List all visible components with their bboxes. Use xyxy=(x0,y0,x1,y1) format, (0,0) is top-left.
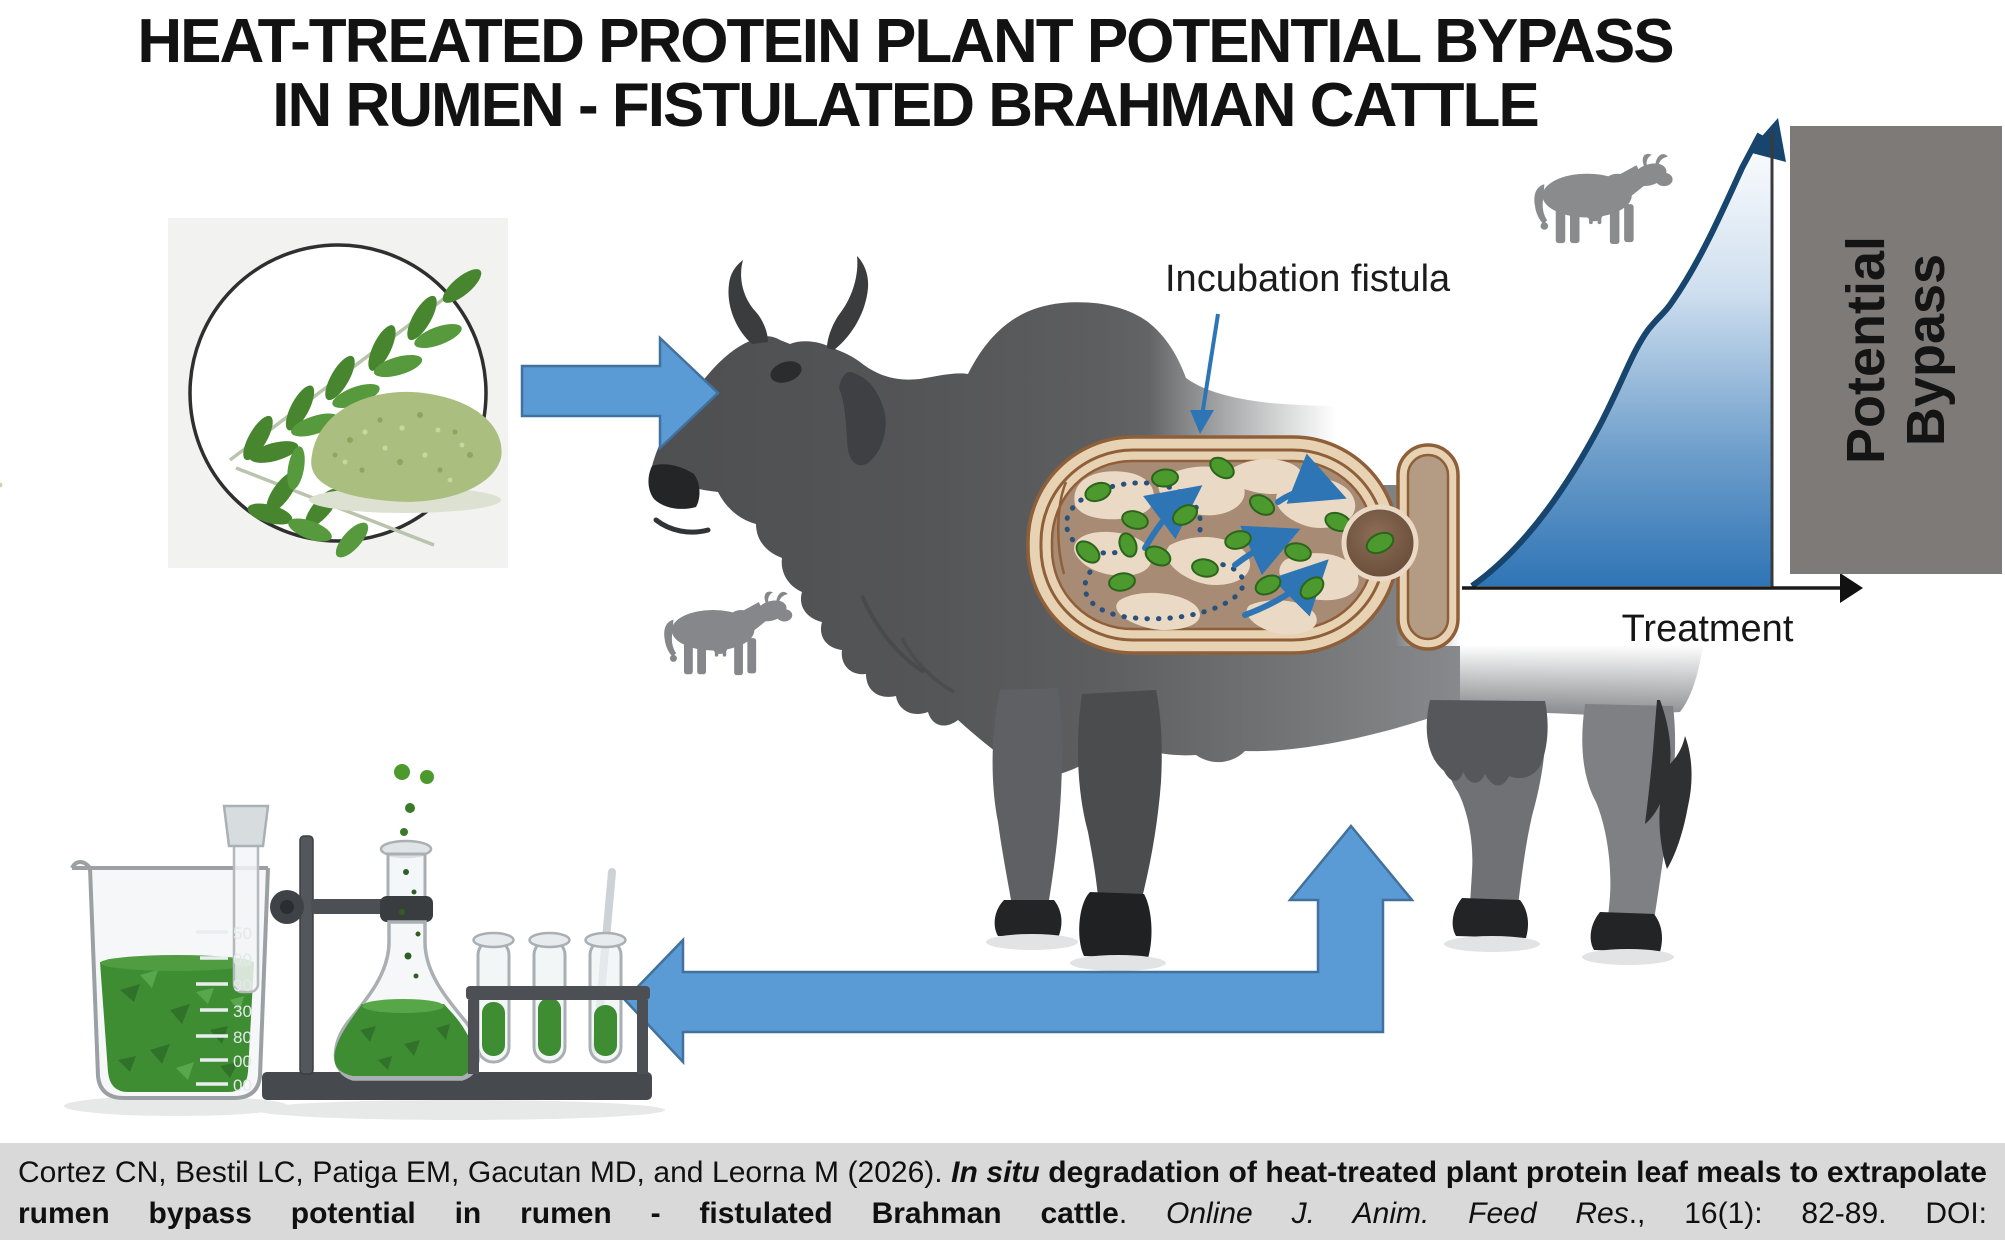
udder xyxy=(1426,700,1548,786)
citation-journal: Online J. Anim. Feed Res xyxy=(1166,1197,1629,1231)
incubation-fistula-label: Incubation fistula xyxy=(1165,258,1451,300)
page-title: HEAT-TREATED PROTEIN PLANT POTENTIAL BYP… xyxy=(0,7,1810,141)
rear-hoof-far xyxy=(1590,912,1662,952)
tick-label: 30 xyxy=(233,1002,252,1021)
title-line-2: IN RUMEN - FISTULATED BRAHMAN CATTLE xyxy=(272,71,1539,141)
feed-arrow xyxy=(520,335,720,451)
y-axis-label-line2: Bypass xyxy=(1896,253,1956,447)
front-leg-near xyxy=(1077,690,1162,898)
shadow xyxy=(255,1100,665,1120)
y-axis-label: Potential Bypass xyxy=(1790,126,2002,574)
bull-front-legs xyxy=(986,688,1166,971)
bull-horn-right xyxy=(827,256,869,350)
dewlap-fold xyxy=(860,595,926,674)
rack-rail xyxy=(466,986,650,1000)
test-tubes xyxy=(472,931,627,1064)
leaf-meal-photo xyxy=(0,218,508,568)
falling-droplet xyxy=(394,764,410,780)
potential-bypass-box xyxy=(1790,126,2002,574)
beaker-icon: 50 00 90 30 80 00 00 xyxy=(70,804,270,1100)
x-axis-label: Treatment xyxy=(1621,608,1794,650)
bypass-chart xyxy=(1462,118,1863,603)
tick-label: 00 xyxy=(233,1076,252,1095)
clamp xyxy=(380,896,433,922)
y-axis-label-line1: Potential xyxy=(1835,235,1896,465)
citation-sep: . xyxy=(1118,1197,1167,1231)
citation-authors: Cortez CN, Bestil LC, Patiga EM, Gacutan… xyxy=(18,1156,952,1189)
bull-mouth xyxy=(653,517,711,535)
bull-hindquarters xyxy=(1426,700,1692,965)
bull-ear xyxy=(839,372,886,466)
tick-label: 00 xyxy=(233,1052,252,1071)
dewlap-fold xyxy=(900,637,955,694)
curve-line xyxy=(1470,132,1763,589)
leaf-meal-particle xyxy=(1365,531,1395,555)
shadow xyxy=(1582,949,1674,965)
shadow xyxy=(986,934,1078,950)
lab-equipment: 50 00 90 30 80 00 00 xyxy=(64,764,665,1120)
leaf-branches xyxy=(228,269,482,558)
bull-horn-left xyxy=(728,260,768,344)
tick-label: 80 xyxy=(233,1028,252,1047)
tick-label: 50 xyxy=(233,924,252,943)
shadow xyxy=(1444,936,1540,952)
tail xyxy=(1645,700,1692,869)
bull-eye xyxy=(770,361,802,383)
beaker-tick-labels: 50 00 90 30 80 00 00 xyxy=(233,924,252,1095)
doi-link[interactable]: https://dx.doi.org/10.51227/ojafr.2026.1… xyxy=(18,1239,555,1240)
flow-arrows xyxy=(1142,453,1347,618)
test-tubes-icon xyxy=(466,868,650,1074)
curve-area xyxy=(1472,130,1772,586)
title-line-1: HEAT-TREATED PROTEIN PLANT POTENTIAL BYP… xyxy=(137,7,1674,76)
stopper xyxy=(222,804,270,848)
tick-label: 90 xyxy=(233,976,252,995)
citation-bar: Cortez CN, Bestil LC, Patiga EM, Gacutan… xyxy=(0,1143,2005,1240)
rear-leg-far xyxy=(1582,704,1676,920)
tick-label: 00 xyxy=(233,950,252,969)
rear-hoof-near xyxy=(1452,898,1528,938)
circulation-dotted-paths xyxy=(1064,480,1246,622)
front-hoof-far xyxy=(994,900,1062,938)
leaf-meal-particles xyxy=(1075,456,1352,600)
front-hoof-near xyxy=(1079,892,1152,958)
leaf-meal-powder xyxy=(0,391,502,513)
incubation-label-arrow xyxy=(1190,313,1220,434)
rumen-capsule xyxy=(1026,435,1460,655)
flask-icon xyxy=(333,764,480,1081)
citation-article-title: degradation of heat-treated plant protei… xyxy=(18,1156,1987,1231)
glass-tube xyxy=(232,838,260,994)
front-leg-far xyxy=(992,688,1062,906)
x-axis-arrowhead xyxy=(1840,573,1863,603)
curve-arrowhead xyxy=(1748,118,1786,162)
shadow xyxy=(64,1096,288,1116)
shadow xyxy=(1070,955,1166,971)
beaker-graduations xyxy=(196,930,228,1086)
bull-nose xyxy=(648,464,700,509)
citation-issue: ., 16(1): 82-89. DOI: xyxy=(1628,1197,1987,1231)
citation-insitu: In situ xyxy=(951,1156,1040,1189)
flask-liquid xyxy=(334,1004,474,1076)
cow-icon-left xyxy=(664,591,793,676)
